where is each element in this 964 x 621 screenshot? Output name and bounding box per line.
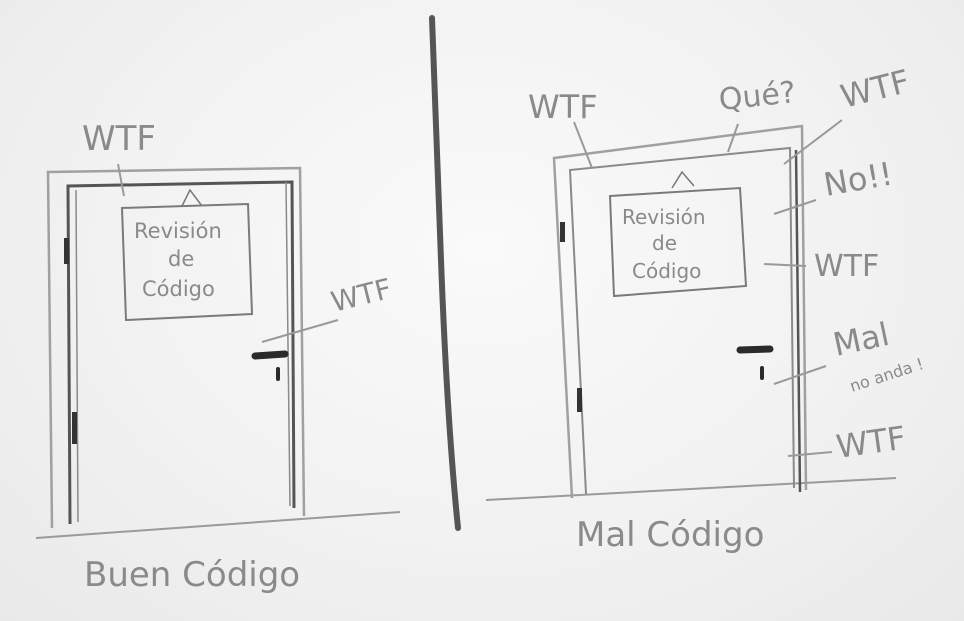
- left-door-frame: [46, 166, 306, 529]
- left-sign-line3: Código: [142, 277, 215, 301]
- left-sign-line2: de: [168, 247, 194, 271]
- left-sign-line1: Revisión: [134, 219, 222, 243]
- right-wtf-middle: WTF: [814, 249, 879, 284]
- right-sign-board: [608, 186, 748, 298]
- right-wtf-bottom: WTF: [834, 419, 908, 466]
- left-floor-line: [35, 511, 401, 539]
- right-door-frame: [552, 124, 808, 499]
- left-door-handle: [251, 350, 289, 360]
- right-hinge-bottom: [577, 388, 582, 412]
- center-divider: [429, 15, 461, 531]
- right-mal: Mal: [830, 315, 893, 364]
- left-door-inner-frame: [66, 180, 296, 525]
- right-no: No!!: [821, 154, 896, 203]
- right-hinge-top: [560, 222, 565, 242]
- right-no-anda: no anda !: [847, 354, 926, 396]
- left-hinge-bottom: [72, 412, 77, 444]
- left-hinge-top: [64, 238, 69, 264]
- left-sign-board: [120, 202, 254, 322]
- right-floor-line: [485, 477, 897, 501]
- right-caption: Mal Código: [576, 515, 764, 555]
- right-door-inner-frame: [568, 146, 795, 495]
- right-wtf-left: WTF: [528, 88, 598, 126]
- right-que: Qué?: [717, 75, 797, 118]
- right-sign-line2: de: [652, 231, 677, 255]
- right-door: Revisión de Código WTF Qué? WTF No!! WTF…: [485, 62, 926, 555]
- right-sign-line3: Código: [632, 259, 701, 283]
- right-door-handle: [736, 345, 774, 354]
- right-wtf-top-right: WTF: [837, 62, 914, 116]
- left-wtf-handle: WTF: [328, 272, 395, 319]
- left-caption: Buen Código: [84, 555, 300, 595]
- right-sign-line1: Revisión: [622, 205, 706, 229]
- left-wtf-top: WTF: [82, 119, 156, 159]
- left-door: Revisión de Código WTF WTF Buen Código: [35, 119, 401, 595]
